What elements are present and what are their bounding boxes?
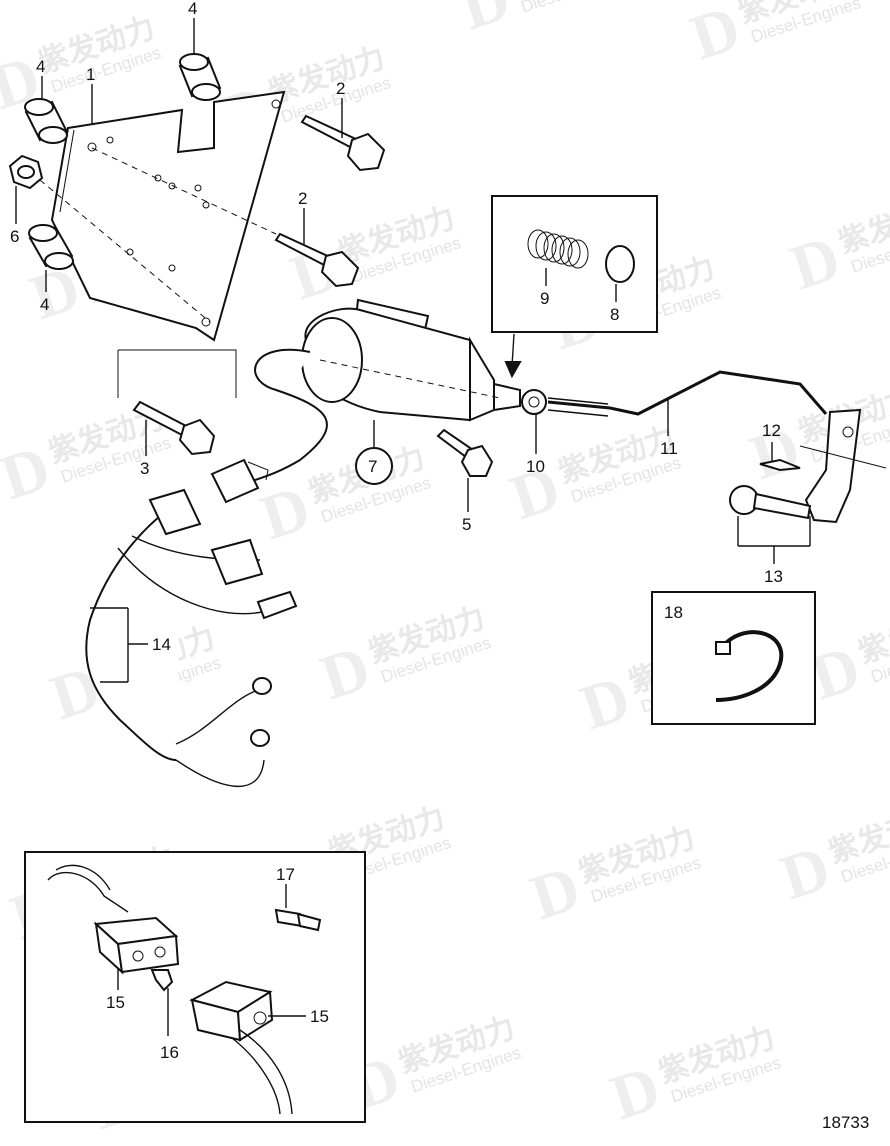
callout-4-top: 4 bbox=[188, 0, 197, 18]
inset-cable-tie bbox=[651, 591, 816, 725]
callout-5: 5 bbox=[462, 515, 471, 534]
bolt-solenoid bbox=[436, 428, 494, 477]
drawing-number: 18733 bbox=[822, 1113, 869, 1132]
callout-17: 17 bbox=[276, 865, 295, 884]
callout-4-left: 4 bbox=[36, 57, 45, 76]
callout-9: 9 bbox=[540, 289, 549, 308]
connector-housing-a bbox=[93, 916, 180, 975]
callout-labels: 1 2 2 3 4 4 4 5 6 7 8 9 10 11 12 13 14 1… bbox=[10, 0, 869, 1132]
plate-outline bbox=[117, 349, 237, 398]
callout-1: 1 bbox=[86, 65, 95, 84]
callout-14: 14 bbox=[152, 635, 171, 654]
stop-solenoid bbox=[301, 298, 521, 422]
bolt-upper bbox=[300, 114, 386, 172]
lever-arm bbox=[799, 408, 887, 524]
callout-15-left: 15 bbox=[106, 993, 125, 1012]
inset-connector-detail bbox=[24, 851, 366, 1123]
callout-18: 18 bbox=[664, 603, 683, 622]
callout-6: 6 bbox=[10, 227, 19, 246]
callout-10: 10 bbox=[526, 457, 545, 476]
leader-lines bbox=[15, 18, 811, 1036]
terminal-sleeve bbox=[274, 908, 322, 932]
connector-b bbox=[148, 488, 202, 536]
clamp-screw bbox=[729, 485, 812, 520]
callout-2-middle: 2 bbox=[298, 189, 307, 208]
callout-12: 12 bbox=[762, 421, 781, 440]
spacer-top bbox=[178, 53, 222, 101]
plunger-nut bbox=[521, 389, 547, 415]
split-pin bbox=[759, 458, 801, 472]
bolt-lower bbox=[132, 400, 216, 456]
callout-11: 11 bbox=[660, 439, 678, 458]
circlip bbox=[605, 245, 635, 283]
control-rod bbox=[547, 370, 828, 417]
spring bbox=[527, 229, 589, 269]
callout-4-lower: 4 bbox=[40, 295, 49, 314]
ring-terminal-b bbox=[250, 729, 270, 747]
svg-text:Diesel-Engines: Diesel-Engines bbox=[519, 0, 634, 16]
callout-8: 8 bbox=[610, 305, 619, 324]
connector-d bbox=[256, 590, 298, 620]
bracket-plate bbox=[39, 90, 286, 342]
svg-text:紫发动力: 紫发动力 bbox=[855, 601, 890, 669]
callout-2-upper: 2 bbox=[336, 79, 345, 98]
callout-3: 3 bbox=[140, 459, 149, 478]
callout-13: 13 bbox=[764, 567, 783, 586]
ring-terminal-a bbox=[252, 677, 272, 695]
terminal-pin bbox=[150, 969, 174, 992]
callout-16: 16 bbox=[160, 1043, 179, 1062]
connector-housing-b bbox=[189, 980, 274, 1042]
connector-a bbox=[210, 458, 269, 504]
callout-15-right: 15 bbox=[310, 1007, 329, 1026]
callout-7-circle bbox=[355, 447, 393, 485]
nut bbox=[8, 154, 44, 190]
callout-7: 7 bbox=[368, 457, 377, 476]
svg-text:D: D bbox=[452, 0, 518, 43]
spacer-left bbox=[24, 98, 68, 144]
spacer-lower bbox=[28, 224, 74, 270]
inset-spring-circlip bbox=[491, 195, 658, 379]
wiring-harness bbox=[85, 348, 328, 787]
connector-c bbox=[210, 538, 264, 586]
bolt-middle bbox=[274, 232, 360, 288]
